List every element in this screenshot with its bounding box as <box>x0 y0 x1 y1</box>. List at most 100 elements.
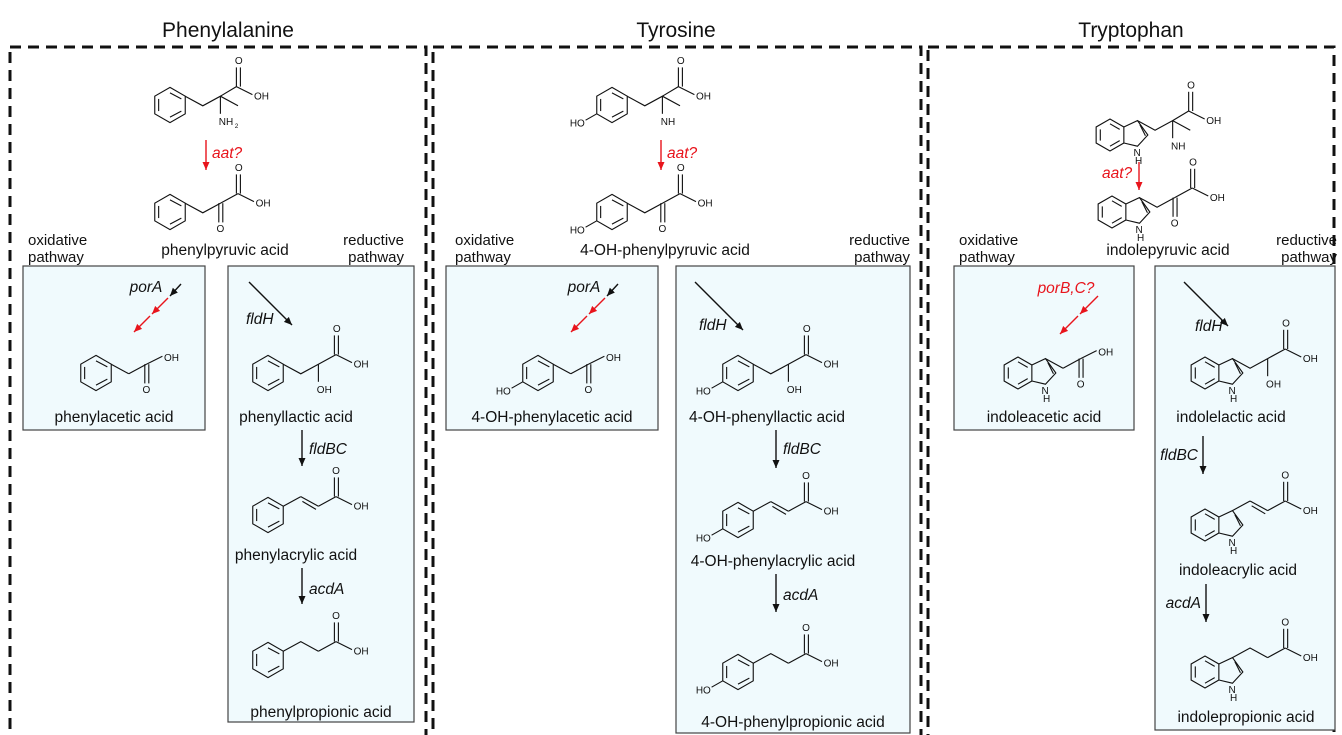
svg-text:2: 2 <box>235 123 239 130</box>
svg-text:OH: OH <box>787 385 802 396</box>
tyr-keto-name: 4-OH-phenylpyruvic acid <box>580 242 750 259</box>
mol-phenylpropionic: O OH <box>252 611 369 679</box>
svg-text:O: O <box>803 324 811 335</box>
svg-text:OH: OH <box>698 198 713 209</box>
svg-text:N: N <box>1041 386 1048 397</box>
svg-text:H: H <box>1137 233 1144 244</box>
svg-text:pathway: pathway <box>959 249 1015 266</box>
svg-text:H: H <box>1230 546 1237 557</box>
svg-text:pathway: pathway <box>348 249 404 266</box>
panel-tyrosine-border <box>431 45 923 735</box>
svg-text:HO: HO <box>570 119 585 130</box>
svg-text:H: H <box>1230 693 1237 704</box>
phe-acdA-label: acdA <box>309 581 344 598</box>
phe-porA-arrow <box>169 283 182 297</box>
tyr-acdA-label: acdA <box>783 587 818 604</box>
svg-text:OH: OH <box>1303 506 1318 517</box>
svg-text:NH: NH <box>1171 141 1185 152</box>
trp-reductive-box <box>1154 265 1336 731</box>
svg-text:O: O <box>1282 319 1290 330</box>
svg-text:OH: OH <box>696 91 711 102</box>
phe-ox-red-arrow-1 <box>151 297 169 315</box>
svg-text:O: O <box>143 385 151 396</box>
svg-text:H: H <box>1135 156 1142 167</box>
title-phenylalanine: Phenylalanine <box>162 19 294 42</box>
svg-text:OH: OH <box>1098 347 1113 358</box>
trp-keto-name: indolepyruvic acid <box>1106 242 1229 259</box>
tyr-fldBC-label: fldBC <box>783 441 822 458</box>
svg-text:OH: OH <box>606 353 621 364</box>
svg-text:O: O <box>1171 218 1179 229</box>
svg-text:pathway: pathway <box>1281 249 1337 266</box>
svg-text:oxidative: oxidative <box>959 232 1018 249</box>
tyr-oxidative-label: oxidative pathway <box>455 232 514 266</box>
svg-text:oxidative: oxidative <box>28 232 87 249</box>
mol-phenylacetic: O OH <box>80 353 179 396</box>
svg-text:N: N <box>1228 386 1235 397</box>
svg-text:OH: OH <box>164 353 179 364</box>
tyr-porA-label: porA <box>567 279 601 296</box>
svg-text:N: N <box>1228 685 1235 696</box>
phe-lactic-name: phenyllactic acid <box>239 409 353 426</box>
svg-text:O: O <box>332 611 340 622</box>
trp-acrylic-name: indoleacrylic acid <box>1179 562 1297 579</box>
svg-text:H: H <box>1230 394 1237 405</box>
trp-ox-red-arrow-2 <box>1059 315 1079 335</box>
svg-text:HO: HO <box>696 387 711 398</box>
svg-text:OH: OH <box>354 646 369 657</box>
mol-phenylacrylic: O OH <box>252 466 369 534</box>
svg-text:OH: OH <box>824 506 839 517</box>
svg-text:O: O <box>677 56 685 67</box>
tyr-reductive-label: reductive pathway <box>849 232 910 266</box>
trp-propionic-name: indolepropionic acid <box>1177 709 1314 726</box>
mol-4oh-phenyllactic: HO OH O OH <box>696 324 839 397</box>
svg-text:NH: NH <box>219 117 233 128</box>
phe-reductive-label: reductive pathway <box>343 232 404 266</box>
svg-text:O: O <box>1077 379 1085 390</box>
svg-text:OH: OH <box>824 658 839 669</box>
svg-text:OH: OH <box>354 501 369 512</box>
phe-fldBC-label: fldBC <box>309 441 348 458</box>
svg-text:OH: OH <box>1266 379 1281 390</box>
phe-ox-name: phenylacetic acid <box>55 409 174 426</box>
svg-text:O: O <box>659 224 667 235</box>
trp-porBC-label: porB,C? <box>1037 280 1095 297</box>
svg-text:pathway: pathway <box>854 249 910 266</box>
svg-text:O: O <box>802 471 810 482</box>
svg-text:OH: OH <box>354 359 369 370</box>
tyr-porA-arrow <box>606 283 619 297</box>
svg-text:O: O <box>333 324 341 335</box>
svg-text:O: O <box>585 385 593 396</box>
svg-text:O: O <box>1189 158 1197 169</box>
trp-oxidative-box <box>953 265 1135 431</box>
svg-text:HO: HO <box>570 226 585 237</box>
svg-text:OH: OH <box>317 385 332 396</box>
phe-fldH-label: fldH <box>246 311 274 328</box>
svg-text:OH: OH <box>1210 193 1225 204</box>
phe-fldH-arrow <box>248 281 293 326</box>
svg-text:N: N <box>1228 538 1235 549</box>
svg-text:OH: OH <box>824 359 839 370</box>
trp-ox-red-arrow-1 <box>1079 295 1099 315</box>
trp-lactic-name: indolelactic acid <box>1176 409 1285 426</box>
trp-ox-name: indoleacetic acid <box>987 409 1102 426</box>
phe-keto-name: phenylpyruvic acid <box>161 242 289 259</box>
svg-text:O: O <box>332 466 340 477</box>
panel-tryptophan-border <box>926 45 1336 735</box>
svg-text:O: O <box>802 623 810 634</box>
trp-aat-label: aat? <box>1102 165 1133 182</box>
tyr-propionic-name: 4-OH-phenylpropionic acid <box>701 714 885 731</box>
title-tyrosine: Tyrosine <box>636 19 715 42</box>
